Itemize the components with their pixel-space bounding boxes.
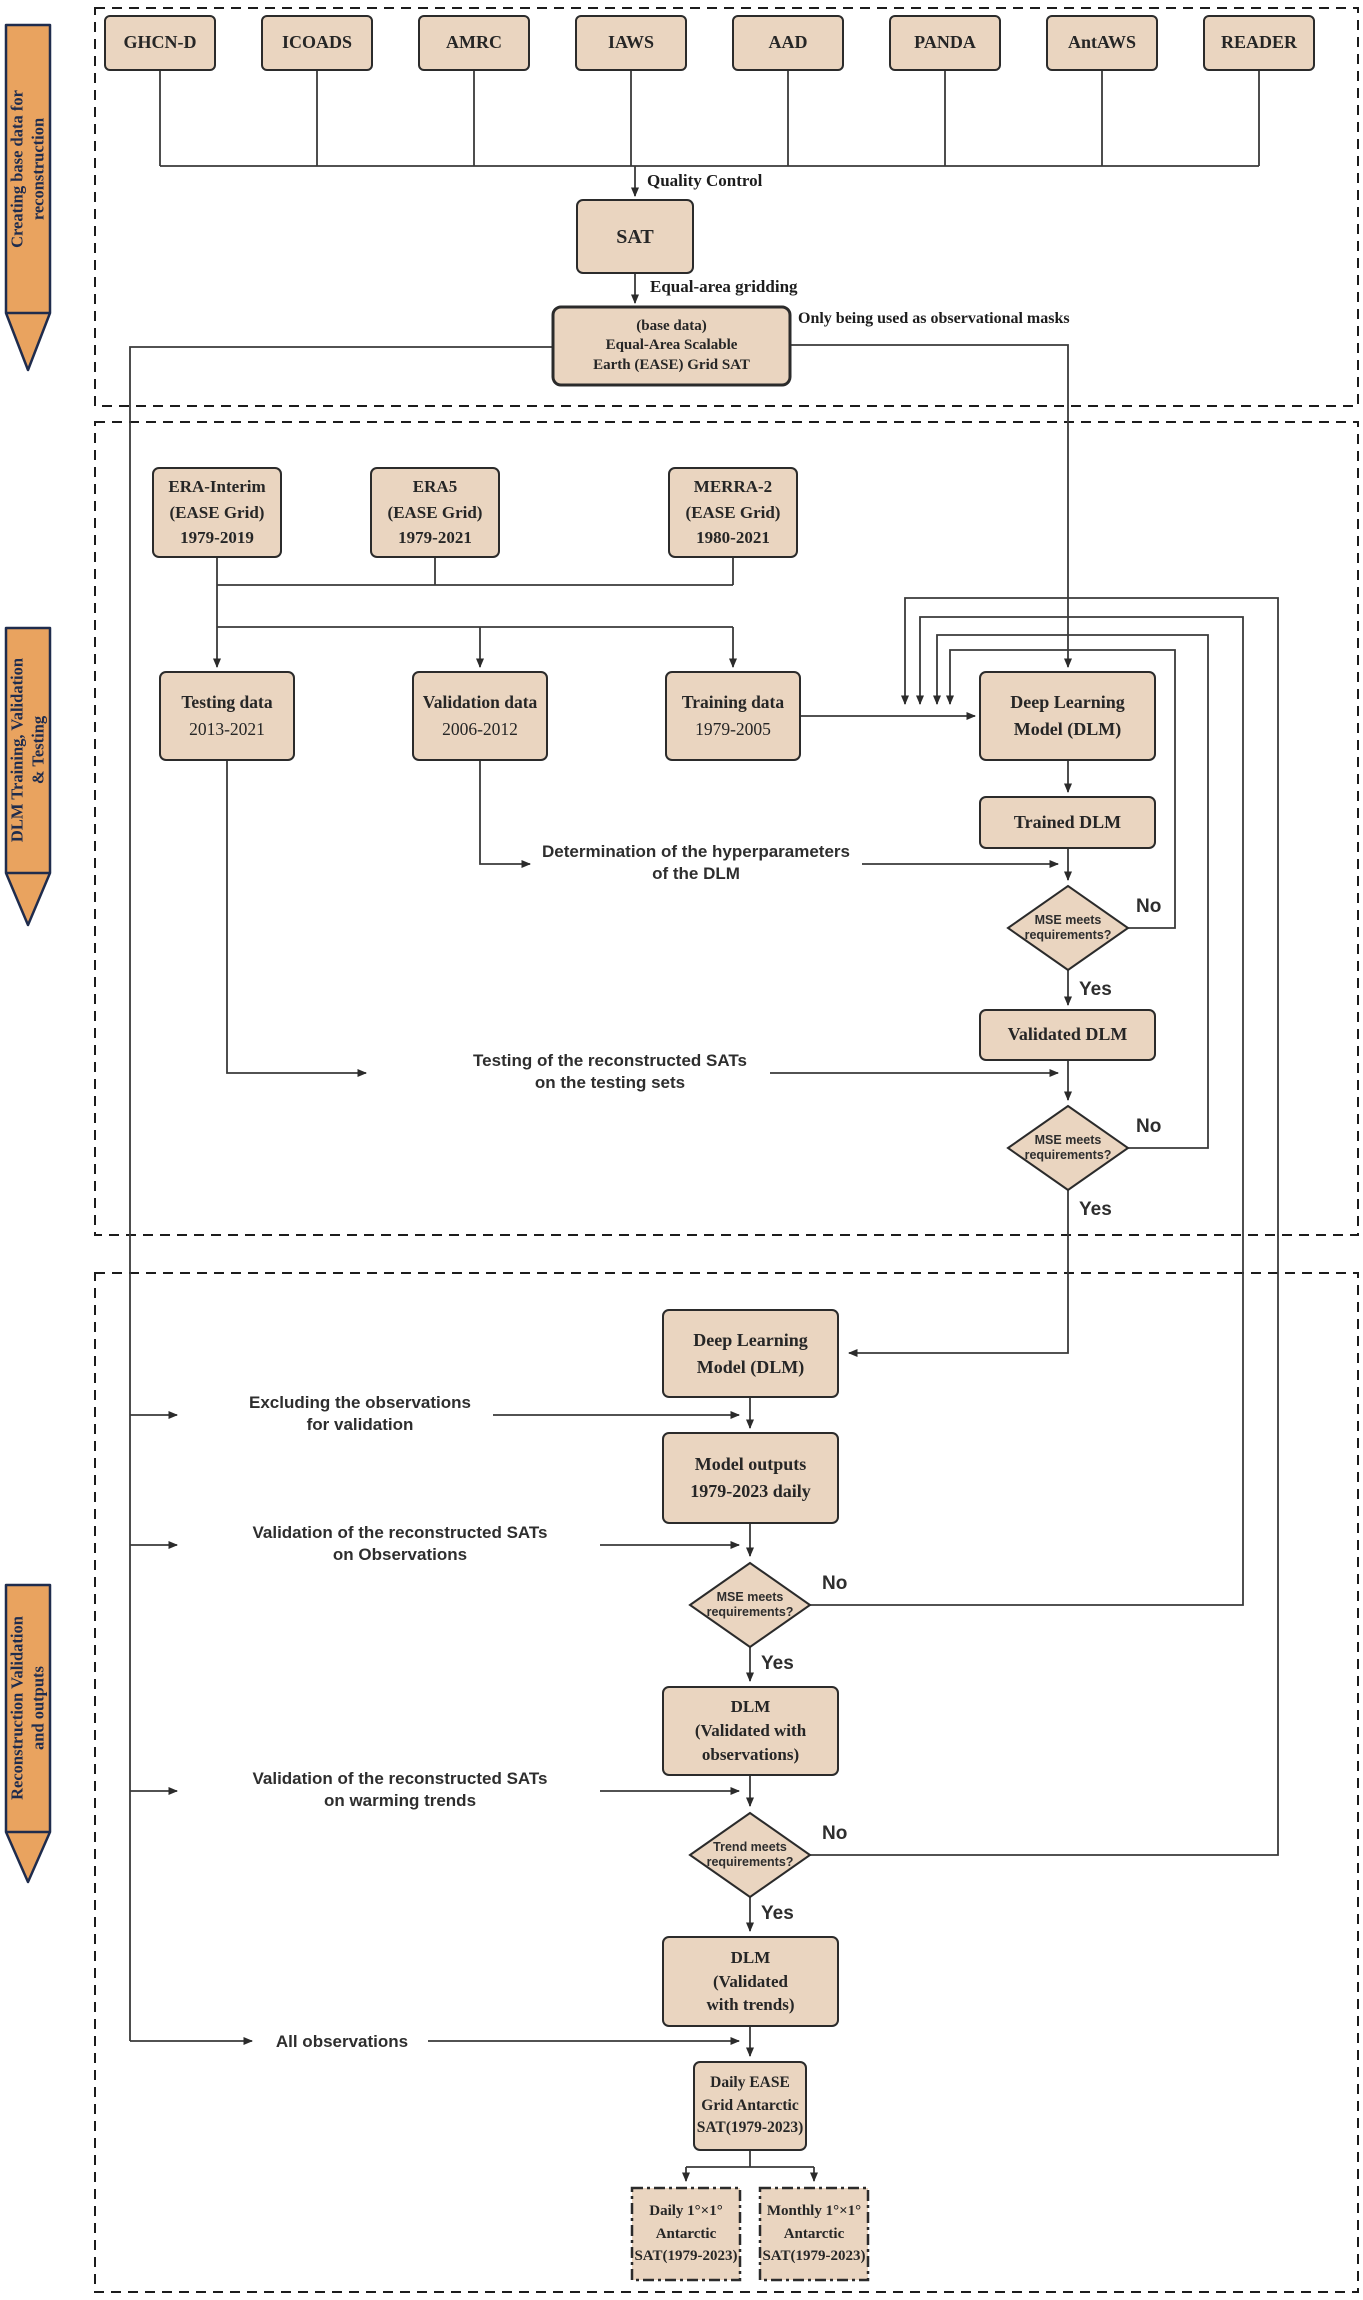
trend-diamond xyxy=(688,1811,812,1899)
trained-dlm-box xyxy=(979,796,1156,849)
source-box-iaws xyxy=(575,15,687,71)
equal-area-gridding-label: Equal-area gridding xyxy=(650,277,798,296)
dlm-reconstruction-box xyxy=(662,1309,839,1398)
mse3-diamond xyxy=(688,1561,812,1649)
ease-box xyxy=(551,305,792,387)
sidebar-arrow-2 xyxy=(4,626,52,927)
connector-lines xyxy=(129,70,1279,2182)
output-monthly-box xyxy=(758,2186,870,2282)
mse2-diamond xyxy=(1006,1104,1130,1192)
dlm-box xyxy=(979,671,1156,761)
output-daily-box xyxy=(630,2186,742,2282)
source-box-ghcnd xyxy=(104,15,216,71)
no-label-1: No xyxy=(1136,896,1162,917)
val-obs-note: Validation of the reconstructed SATs on … xyxy=(252,1523,548,1565)
model-outputs-box xyxy=(662,1432,839,1524)
mask-note-label: Only being used as observational masks xyxy=(798,310,1070,327)
section2-frame xyxy=(94,421,1359,1236)
sidebar-arrows xyxy=(4,23,52,1884)
dlm-validated-trends-box xyxy=(662,1936,839,2027)
sidebar-label-1: Creating base data for reconstruction xyxy=(7,90,47,248)
section-frames xyxy=(94,7,1359,2293)
no-label-2: No xyxy=(1136,1116,1162,1137)
sat-box xyxy=(576,199,694,274)
source-box-amrc xyxy=(418,15,530,71)
source-box-reader xyxy=(1203,15,1315,71)
yes-label-2: Yes xyxy=(1079,1199,1112,1220)
determination-note: Determination of the hyperparameters of … xyxy=(542,842,850,884)
sidebar-arrow-3 xyxy=(4,1583,52,1884)
no-label-3: No xyxy=(822,1573,848,1594)
testing-data-box xyxy=(159,671,295,761)
source-box-panda xyxy=(889,15,1001,71)
yes-label-1: Yes xyxy=(1079,979,1112,1000)
val-trends-note: Validation of the reconstructed SATs on … xyxy=(252,1769,548,1811)
training-data-box xyxy=(665,671,801,761)
source-box-antaws xyxy=(1046,15,1158,71)
merra2-box xyxy=(668,467,798,558)
section1-frame xyxy=(94,7,1359,407)
source-box-aad xyxy=(732,15,844,71)
section3-frame xyxy=(94,1272,1359,2293)
testing-note: Testing of the reconstructed SATs on the… xyxy=(473,1051,747,1093)
process-boxes xyxy=(104,15,1315,2282)
dlm-validated-obs-box xyxy=(662,1686,839,1776)
sidebar-label-3: Reconstruction Validation and outputs xyxy=(7,1616,47,1800)
era5-box xyxy=(370,467,500,558)
source-box-icoads xyxy=(261,15,373,71)
validation-data-box xyxy=(412,671,548,761)
quality-control-label: Quality Control xyxy=(647,171,763,190)
all-obs-note: All observations xyxy=(275,2032,409,2051)
excluding-note: Excluding the observations for validatio… xyxy=(249,1393,471,1435)
daily-ease-box xyxy=(693,2061,807,2151)
validated-dlm-box xyxy=(979,1009,1156,1061)
yes-label-4: Yes xyxy=(761,1903,794,1924)
era-interim-box xyxy=(152,467,282,558)
yes-label-3: Yes xyxy=(761,1653,794,1674)
no-label-4: No xyxy=(822,1823,848,1844)
sidebar-label-2: DLM Training, Validation & Testing xyxy=(7,657,47,843)
sidebar-arrow-1 xyxy=(4,23,52,372)
mse1-diamond xyxy=(1006,884,1130,972)
